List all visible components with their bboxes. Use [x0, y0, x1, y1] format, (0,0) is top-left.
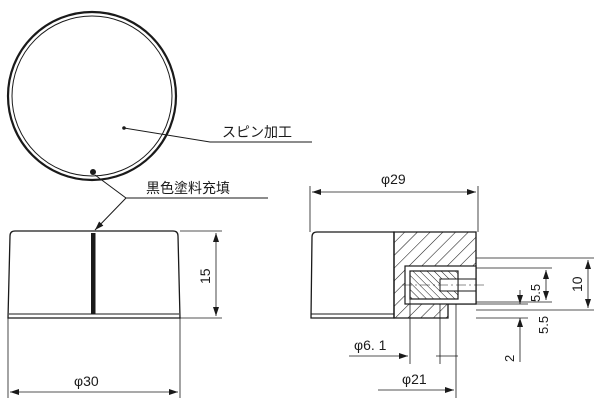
- top-view-outer-circle: [6, 10, 178, 182]
- fill-mark-dot: [90, 169, 96, 175]
- fill-leader-line-bottom: [94, 197, 127, 231]
- front-view-body: [7, 230, 181, 319]
- black-fill-groove: [91, 233, 96, 314]
- bore-a-label: 5.5: [528, 284, 543, 302]
- spin-finish-label: スピン加工: [222, 125, 292, 141]
- offset-label: 2: [502, 355, 517, 362]
- section-view: φ29 10 5.5 5.5 2: [309, 171, 594, 398]
- side-top-diameter-label: φ29: [381, 171, 406, 187]
- shaft-height-label: 10: [569, 276, 585, 292]
- hole-diameter-label: φ6. 1: [354, 337, 387, 353]
- top-view: スピン加工 黒色塗料充填: [6, 10, 312, 231]
- front-height-label: 15: [197, 268, 213, 284]
- black-fill-label: 黒色塗料充填: [146, 180, 230, 197]
- section-outer-body: [310, 231, 395, 319]
- bore-b-label: 5.5: [536, 316, 551, 334]
- spin-leader-line: [123, 127, 312, 143]
- base-diameter-label: φ21: [402, 371, 427, 387]
- front-diameter-label: φ30: [74, 373, 99, 389]
- front-view: 15 φ30: [7, 230, 222, 398]
- top-view-inner-circle: [11, 15, 173, 177]
